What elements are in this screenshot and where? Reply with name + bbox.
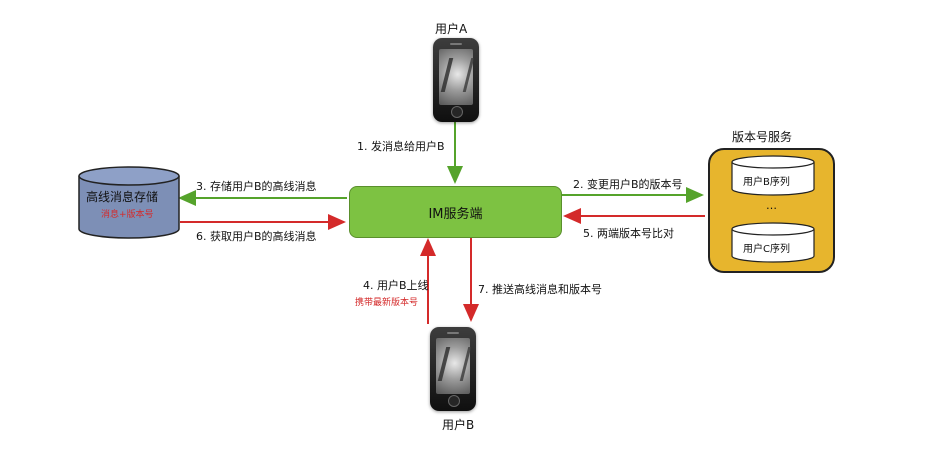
step1-label: 1. 发消息给用户B bbox=[357, 140, 445, 154]
seq-c-label: 用户C序列 bbox=[743, 240, 790, 255]
step6-label: 6. 获取用户B的高线消息 bbox=[196, 230, 317, 244]
offline-storage-subtitle: 消息+版本号 bbox=[101, 208, 154, 222]
offline-storage-title: 高线消息存储 bbox=[86, 190, 158, 204]
seq-b-label: 用户B序列 bbox=[743, 173, 790, 188]
user-a-phone-icon bbox=[433, 38, 479, 122]
version-ellipsis: … bbox=[766, 199, 777, 213]
step4-note: 携带最新版本号 bbox=[355, 296, 418, 310]
step3-label: 3. 存储用户B的高线消息 bbox=[196, 180, 317, 194]
user-a-label: 用户A bbox=[435, 22, 467, 36]
im-server-label: IM服务端 bbox=[428, 203, 482, 222]
step2-label: 2. 变更用户B的版本号 bbox=[573, 178, 683, 192]
step4-label: 4. 用户B上线 bbox=[363, 279, 429, 293]
step5-label: 5. 两端版本号比对 bbox=[583, 227, 674, 241]
step7-label: 7. 推送高线消息和版本号 bbox=[478, 283, 602, 297]
im-server-box: IM服务端 bbox=[349, 186, 562, 238]
version-service-title: 版本号服务 bbox=[732, 130, 792, 144]
user-b-label: 用户B bbox=[442, 418, 474, 432]
user-b-phone-icon bbox=[430, 327, 476, 411]
